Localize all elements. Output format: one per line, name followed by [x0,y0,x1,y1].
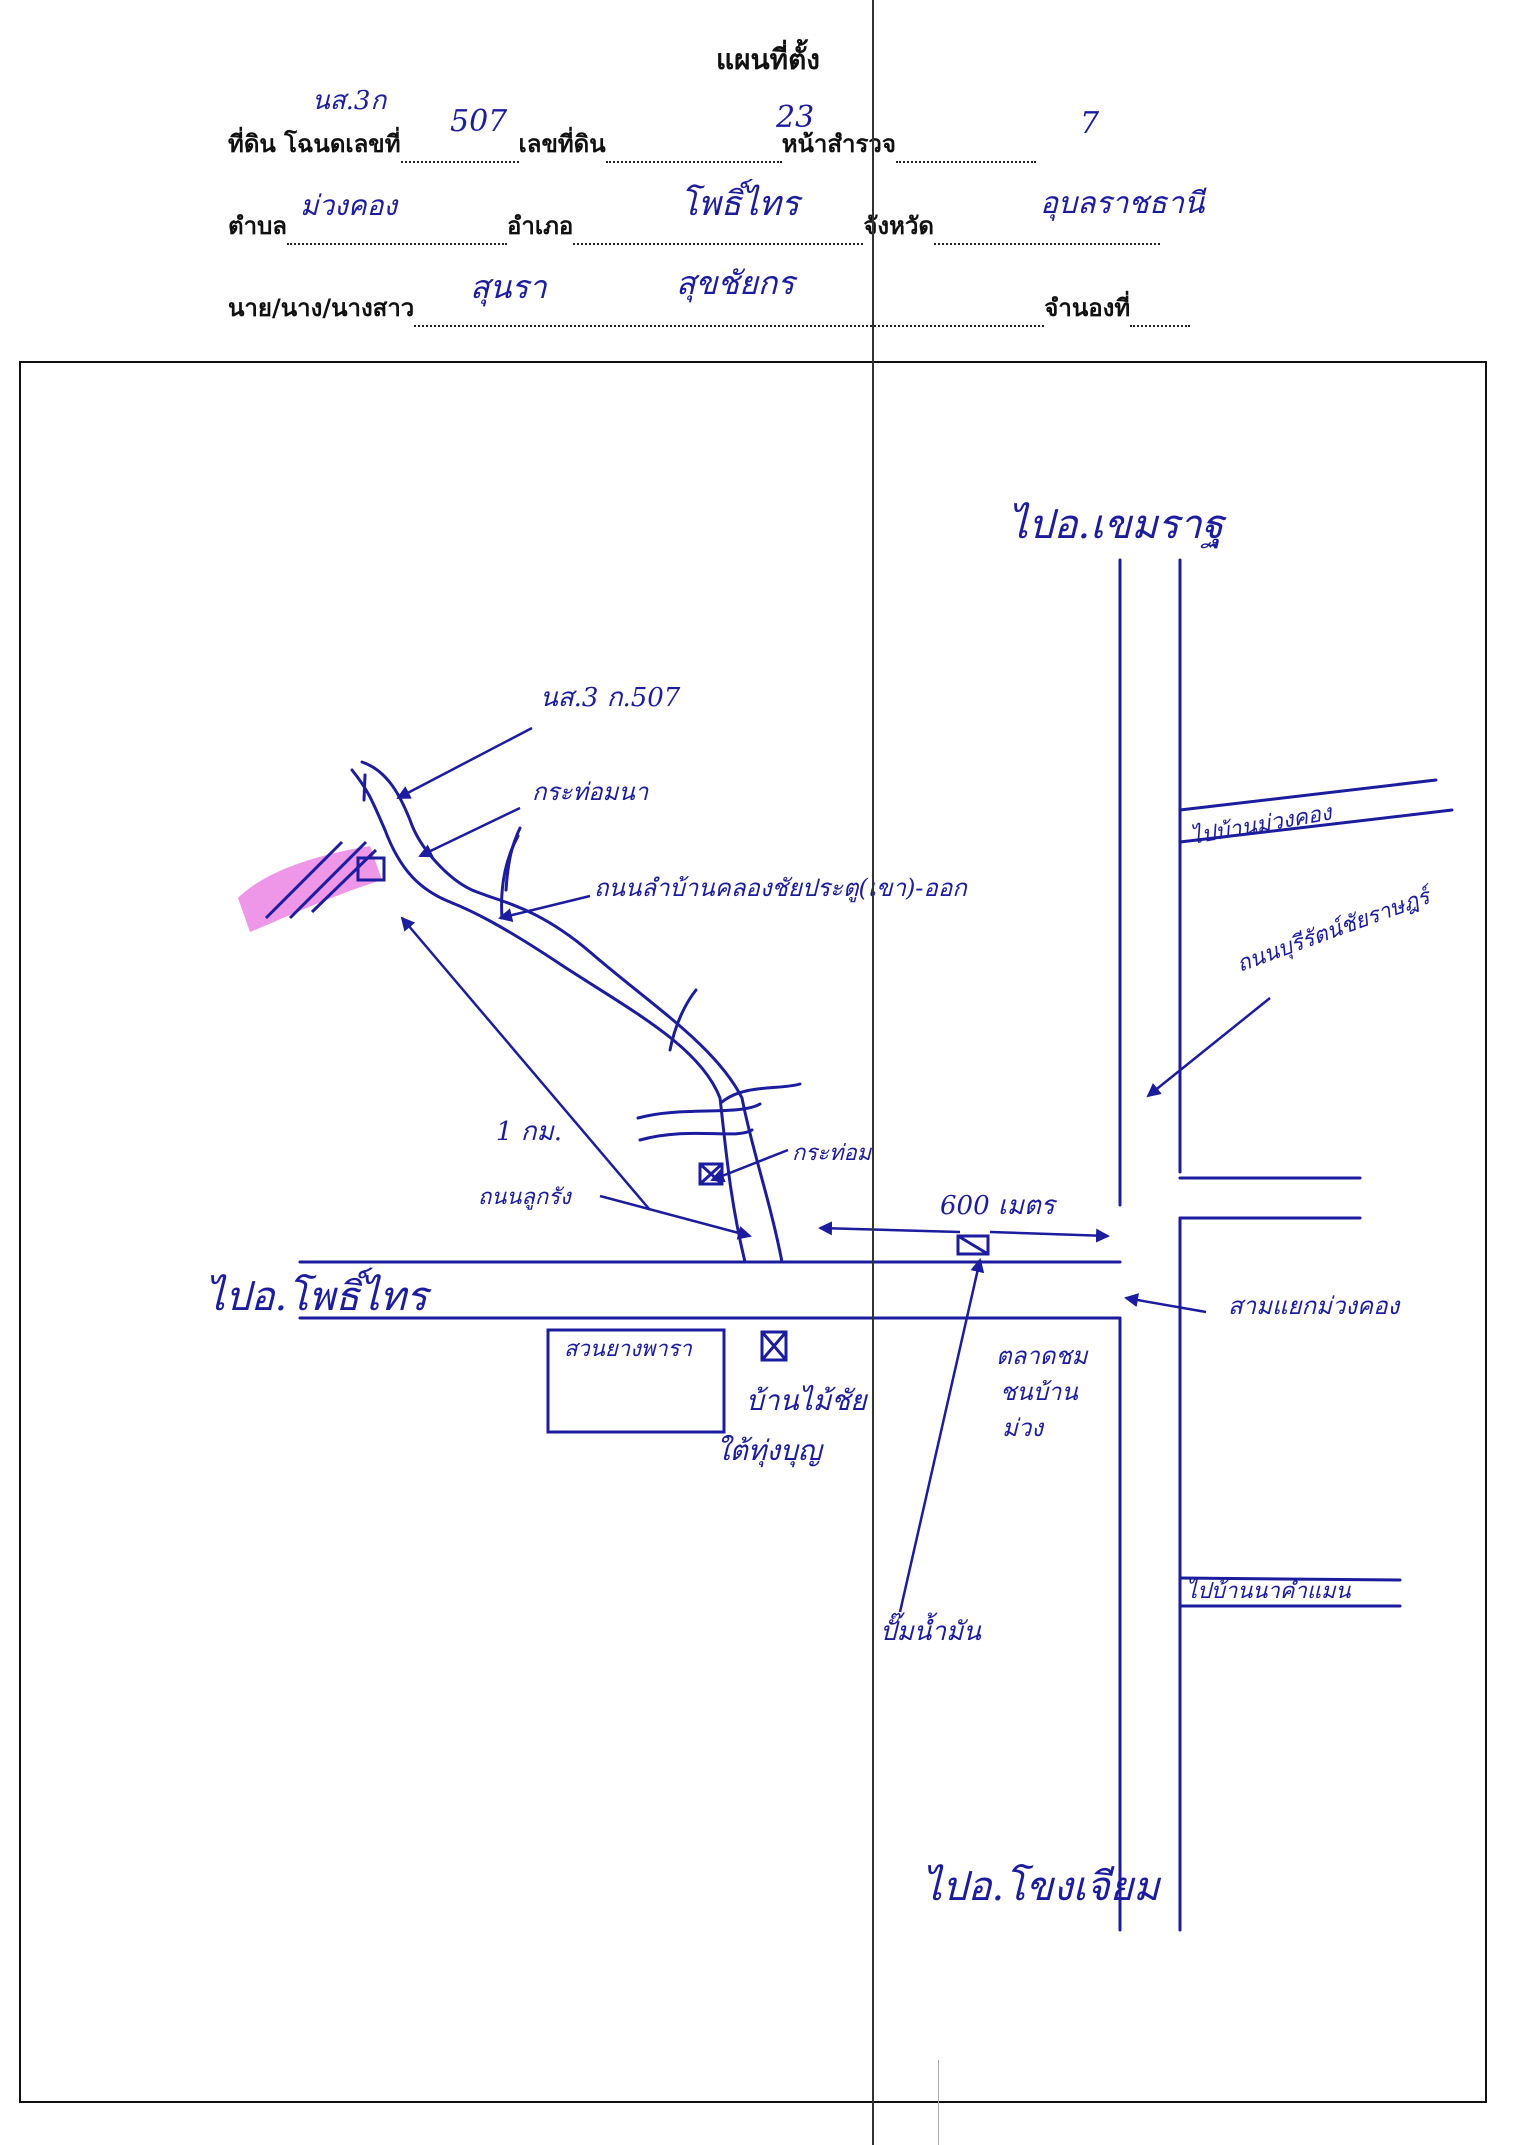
label-plot: นส.3 ก.507 [540,683,681,713]
hut-pointer [418,806,521,858]
deed-dots [400,139,519,163]
label-shop: ปั๊มน้ำมัน [880,1612,982,1647]
distance-km-arrow [400,916,651,1211]
house-pointer [710,1148,789,1183]
province-value: อุบลราชธานี [1040,186,1205,221]
junction-pointer [1124,1293,1207,1314]
distance-m-arrow-right [989,1228,1110,1243]
owner-row: นาย/นาง/นางสาว จำนองที่ [228,288,1191,327]
label-hut: กระท่อมนา [532,778,650,806]
label-school: บ้านไม้ชัย [746,1384,868,1417]
district-label: อำเภอ [507,212,574,240]
label-road-laterite: ถนนลูกรัง [478,1185,573,1210]
district-dots [573,221,864,245]
plot-corner-tick [362,773,367,802]
province-dots [934,221,1161,245]
distance-m-arrow-left [818,1221,961,1236]
subdistrict-value: ม่วงคอง [300,189,398,222]
map-frame [19,361,1487,2103]
branch-to-bammuang-upper [1178,778,1438,812]
label-to-khongchiam: ไปอ.โขงเจียม [922,1863,1162,1910]
building-symbols [698,1162,990,1362]
province-label: จังหวัด [863,212,935,240]
owner-first: สุนรา [470,268,547,306]
mortgage-label: จำนองที่ [1044,294,1131,322]
label-market-line2: ชนบ้าน [1000,1378,1078,1406]
label-road-ban: ถนนลำบ้านคลองชัยประตู(เขา)-ออก [594,874,968,903]
label-garden: สวนยางพารา [564,1337,692,1362]
location-row: ตำบล อำเภอ จังหวัด [228,206,1161,245]
plot-highlight [238,840,386,932]
plot-pointer [396,726,533,800]
label-road-village: ถนนบุรีรัตน์ชัยราษฎร์ [1233,882,1438,978]
survey-page-value: 7 [1080,106,1100,141]
deed-row: ที่ดิน โฉนดเลขที่ เลขที่ดิน หน้าสำรวจ [228,124,1036,163]
dirt-road-left-edge [350,768,747,1264]
label-to-bannakha: ไปบ้านนาคำแมน [1186,1578,1352,1604]
deed-value-top: นส.3ก [312,86,387,116]
fold-line [872,0,874,2145]
branch-to-bammuang-lower [1178,808,1454,844]
land-no-label: เลขที่ดิน [518,130,606,158]
road-village-pointer [1146,997,1271,1098]
label-distance-m: 600 เมตร [940,1191,1058,1221]
owner-label: นาย/นาง/นางสาว [228,294,415,322]
deed-value: 507 [450,104,508,139]
owner-last: สุขชัยกร [676,264,795,302]
label-junction: สามแยกม่วงคอง [1228,1292,1401,1320]
canal-line-1 [720,1082,802,1104]
branch-to-bannakha-top [1178,1576,1402,1582]
shop-symbol [956,1234,990,1256]
label-house: กระท่อม [792,1141,873,1166]
form-title: แผนที่ตั้ง [716,43,820,76]
dirt-road-right-edge [360,760,784,1264]
land-no-value: 23 [776,100,815,135]
canal-line-2 [636,1102,762,1120]
deed-label: ที่ดิน โฉนดเลขที่ [228,130,401,158]
side-path [668,988,698,1052]
mortgage-dots [1130,303,1191,327]
subdistrict-label: ตำบล [228,212,288,240]
fold-line-faint [938,2060,939,2145]
label-to-khemarat: ไปอ.เขมราฐ [1008,502,1228,549]
land-no-dots [605,139,782,163]
subdistrict-dots [287,221,508,245]
garden-plot [546,1328,726,1434]
canal-line-3 [638,1128,754,1142]
district-value: โพธิ์ไทร [680,184,800,224]
label-market-line3: ม่วง [1002,1414,1045,1442]
road-ban-pointer [498,894,591,922]
label-to-photharam: ไปอ.โพธิ์ไทร [205,1267,432,1320]
school-symbol [760,1330,788,1362]
label-market: ตลาดชม ชนบ้าน ม่วง [996,1342,1089,1442]
label-school-sub: ใต้ทุ่งบุญ [716,1434,825,1468]
survey-page-dots [895,139,1036,163]
survey-page-label: หน้าสำรวจ [781,130,896,158]
shop-pointer [898,1258,985,1613]
label-market-line1: ตลาดชม [996,1342,1089,1370]
label-distance-km: 1 กม. [496,1117,562,1147]
laterite-pointer [599,1194,752,1240]
owner-dots [414,303,1045,327]
